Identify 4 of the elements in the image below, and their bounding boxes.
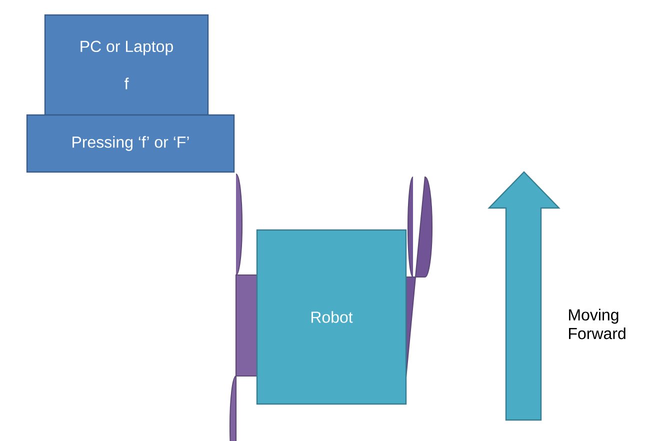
computer-box: PC or Laptop f [44,14,209,116]
caption-text: Moving Forward [569,308,626,340]
robot-box: Robot [256,229,407,405]
key-press-box: Pressing ‘f’ or ‘F’ [26,114,235,173]
